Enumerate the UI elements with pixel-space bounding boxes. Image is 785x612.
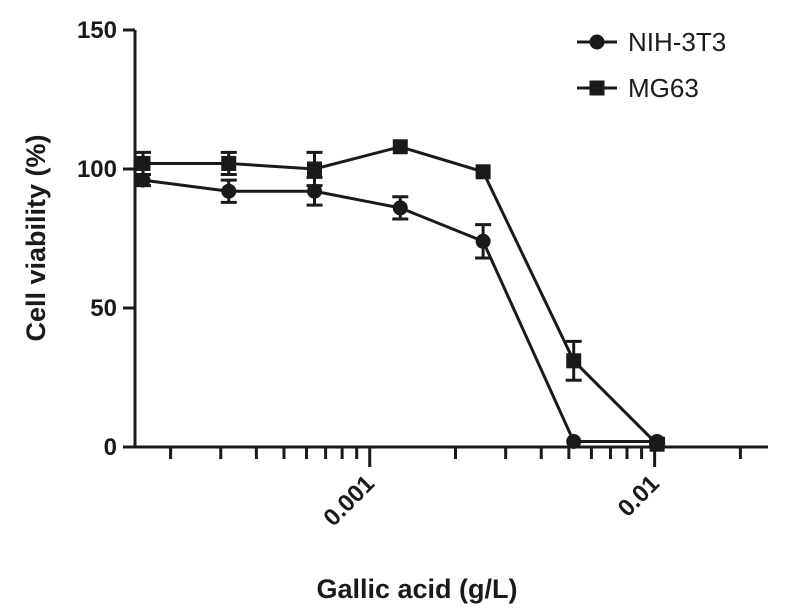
data-point-square — [475, 164, 491, 180]
legend-label: MG63 — [628, 73, 699, 103]
series-layer — [134, 139, 666, 452]
data-point-circle — [566, 433, 582, 449]
data-point-square — [392, 139, 408, 155]
y-axis-ticks: 0 50 100 150 — [77, 17, 135, 461]
data-point-square — [649, 436, 665, 452]
x-axis-title: Gallic acid (g/L) — [316, 574, 517, 604]
y-tick-label: 100 — [77, 156, 117, 183]
legend-item: NIH-3T3 — [577, 27, 726, 57]
data-point-circle — [221, 183, 237, 199]
x-tick-label: 0.001 — [318, 470, 380, 532]
y-tick-label: 150 — [77, 17, 117, 44]
legend-item: MG63 — [577, 73, 699, 103]
data-point-square — [566, 353, 582, 369]
x-axis-ticks: 0.001 0.01 — [169, 447, 742, 532]
data-point-circle — [589, 34, 605, 50]
y-axis-title: Cell viability (%) — [21, 134, 51, 341]
data-point-square — [307, 161, 323, 177]
legend-label: NIH-3T3 — [628, 27, 726, 57]
series-mg63 — [134, 139, 666, 452]
data-point-square — [135, 155, 151, 171]
data-point-circle — [475, 233, 491, 249]
y-tick-label: 0 — [104, 434, 117, 461]
y-tick-label: 50 — [90, 295, 117, 322]
data-point-circle — [392, 200, 408, 216]
data-point-circle — [307, 183, 323, 199]
x-tick-label: 0.01 — [613, 470, 665, 522]
data-point-square — [589, 80, 605, 96]
series-nih-3t3 — [134, 172, 666, 449]
data-point-square — [221, 155, 237, 171]
data-point-circle — [135, 172, 151, 188]
